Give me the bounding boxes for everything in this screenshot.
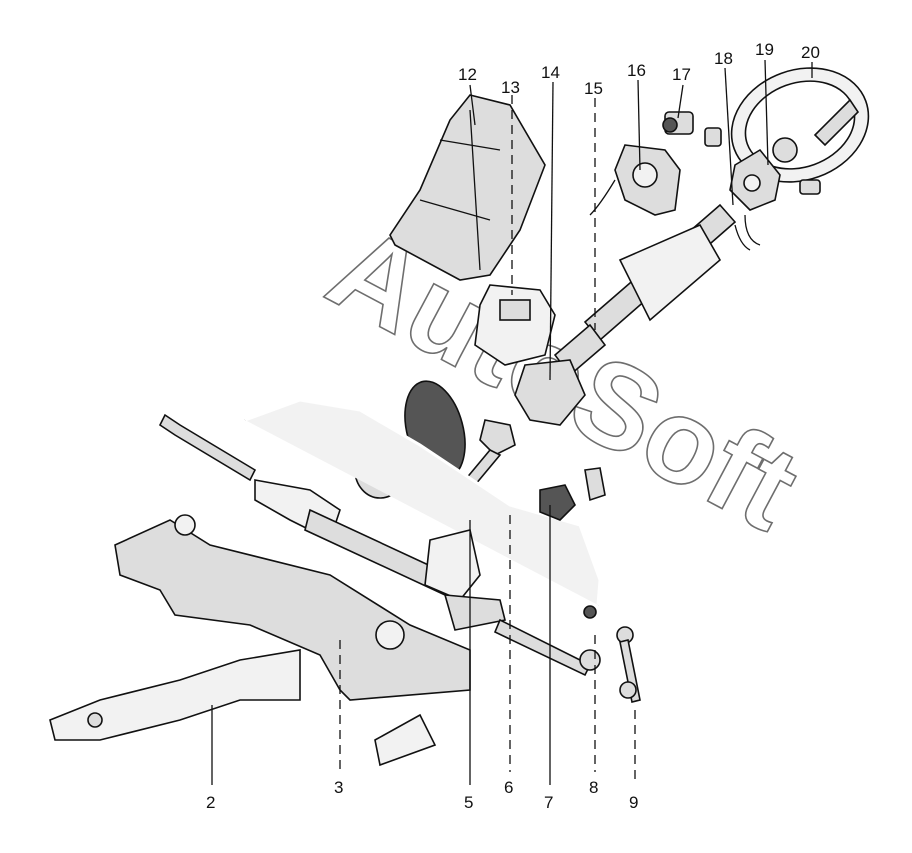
leader-lines — [211, 59, 813, 785]
callout-14: 14 — [541, 63, 560, 82]
part-13-column-bracket — [474, 284, 556, 366]
callout-3: 3 — [334, 778, 343, 797]
part-16-ignition-housing — [614, 144, 681, 216]
callout-17: 17 — [672, 65, 691, 84]
callout-9: 9 — [629, 793, 638, 812]
part-19-combination-switch — [704, 127, 821, 211]
callout-18: 18 — [714, 49, 733, 68]
callout-16: 16 — [627, 61, 646, 80]
callout-5: 5 — [464, 793, 473, 812]
part-2-lower-arm-bracket — [49, 649, 437, 767]
part-6-stabilizer-bar — [244, 398, 602, 606]
part-steering-rack — [158, 413, 601, 677]
callout-6: 6 — [504, 778, 513, 797]
callout-20: 20 — [801, 43, 820, 62]
part-12-column-shroud — [389, 94, 546, 281]
callout-2: 2 — [206, 793, 215, 812]
part-7-stabilizer-bushing — [539, 467, 606, 521]
wire-harness — [589, 179, 761, 251]
part-9-stabilizer-link — [583, 605, 641, 703]
callout-7: 7 — [544, 793, 553, 812]
callout-19: 19 — [755, 40, 774, 59]
callout-12: 12 — [458, 65, 477, 84]
callout-13: 13 — [501, 78, 520, 97]
part-20-steering-wheel — [730, 67, 870, 183]
callout-8: 8 — [589, 778, 598, 797]
part-14-steering-column — [514, 203, 737, 426]
callout-15: 15 — [584, 79, 603, 98]
part-3-crossmember — [114, 514, 471, 701]
